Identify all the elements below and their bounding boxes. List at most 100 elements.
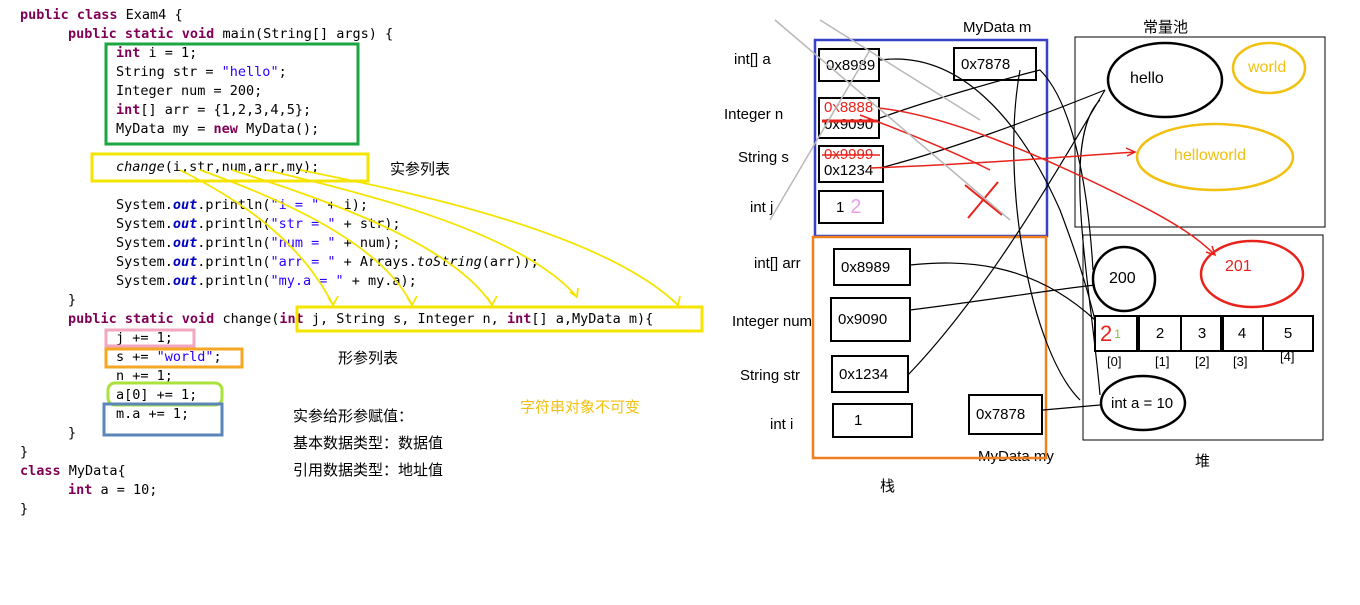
cell-j-value: 1 [836,198,845,216]
local-vars-highlight [104,42,360,146]
heap-object-field: int a = 10 [1111,395,1174,412]
code-line: int i = 1; [116,44,197,63]
heap-201: 201 [1225,258,1252,275]
mydata-object-ellipse [1099,374,1187,432]
static-field: out [172,235,198,251]
param-mapping-arrows [179,169,681,307]
heap-idx: [4] [1280,349,1295,364]
code-text: String str = [116,64,222,80]
cell-s-old-value: 0x1234 [824,162,874,179]
helloworld-ellipse [1135,122,1295,192]
heap-arr-old-value: 1 [1114,326,1121,341]
method-call: toString [416,254,482,270]
keyword: int [116,102,141,118]
code-line: System.out.println("my.a = " + my.a); [116,272,417,291]
code-line: n += 1; [116,368,173,384]
heap-idx: [1] [1155,354,1170,369]
var-n-label: Integer n [724,106,784,123]
code-text: j, String s, Integer n, [303,311,507,327]
cell-num-value: 0x9090 [838,311,888,328]
code-line: int[] arr = {1,2,3,4,5}; [116,101,311,120]
j-highlight [104,328,196,348]
pool-label: 常量池 [1143,19,1189,36]
heap-box [1082,234,1324,441]
code-text: change( [214,311,280,327]
code-line: } [20,444,29,460]
heap-arr-value: 3 [1197,325,1207,342]
formal-params-highlight [295,305,704,333]
immutable-string-note: 字符串对象不可变 [520,399,641,416]
cell-n-new-value: 0x8888 [824,99,874,116]
code-text: + my.a); [343,273,417,289]
code-line: int a = 10; [68,481,157,500]
var-j-label: int j [750,199,774,216]
string-literal: "hello" [221,64,279,80]
cell-m-value: 0x7878 [961,55,1011,73]
heap-idx: [2] [1195,354,1210,369]
static-field: out [172,254,198,270]
cell-my-value: 0x7878 [976,406,1026,423]
code-text: .println( [197,235,271,251]
code-text: ; [213,349,222,365]
change-stack-frame [813,38,1049,238]
code-line: public class Exam4 { [20,6,183,25]
keyword: public static void [68,26,215,42]
code-text: .println( [197,216,271,232]
actual-params-label: 实参列表 [390,161,451,178]
keyword: new [213,121,238,137]
string-literal: "arr = " [270,254,336,270]
heap-idx: [3] [1233,354,1248,369]
keyword: public static void [68,311,215,327]
code-line: j += 1; [116,330,173,346]
code-line: System.out.println("arr = " + Arrays.toS… [116,253,539,272]
var-s-label: String s [738,149,789,166]
cell-str-value: 0x1234 [839,365,889,383]
cell-arr-value: 0x8989 [841,258,891,276]
code-line: public static void main(String[] args) { [68,25,393,44]
code-line: } [20,501,29,517]
heap-200: 200 [1109,270,1136,287]
cell-str: 0x1234 [831,355,909,393]
integer-200-ellipse [1091,245,1157,313]
cross-mark [964,181,1003,219]
keyword: int [116,45,141,61]
code-line: Integer num = 200; [116,82,262,101]
heap-idx: [0] [1107,354,1122,369]
var-a-label: int[] a [734,51,771,68]
code-line: } [68,425,77,441]
cell-j-new-value: 2 [850,195,862,218]
heap-arr-cell-0: 2 1 [1094,315,1138,352]
code-text: ; [278,64,287,80]
static-field: out [172,273,198,289]
reference-arrows [879,58,1106,411]
code-line: class MyData{ [20,462,126,481]
code-text: Exam4 { [117,7,183,23]
pool-hello: hello [1130,70,1164,87]
heap-arr-value: 5 [1283,325,1293,342]
static-field: out [172,216,198,232]
code-line: } [68,292,77,308]
code-text: System. [116,254,173,270]
code-line: String str = "hello"; [116,63,287,82]
var-num-label: Integer num [732,313,813,330]
assign-title: 实参给形参赋值： [293,408,414,425]
cell-j: 1 2 [818,190,884,224]
code-text: [] arr = {1,2,3,4,5}; [140,102,312,118]
cell-i: 1 [832,403,913,438]
static-field: out [172,197,198,213]
stack-label: 栈 [880,478,896,495]
code-text: s += [116,349,157,365]
code-text: System. [116,235,173,251]
heap-arr-new-value: 2 [1100,320,1113,346]
main-stack-frame [811,235,1048,460]
assign-basic-note: 基本数据类型：数据值 [293,435,444,452]
keyword: class [20,463,61,479]
code-text: .println( [197,254,271,270]
mydata-m-label: MyData m [963,19,1032,36]
string-literal: "str = " [270,216,336,232]
code-line: s += "world"; [116,348,222,367]
heap-arr-value: 4 [1237,325,1247,342]
code-text: System. [116,216,173,232]
cell-num: 0x9090 [830,297,911,342]
